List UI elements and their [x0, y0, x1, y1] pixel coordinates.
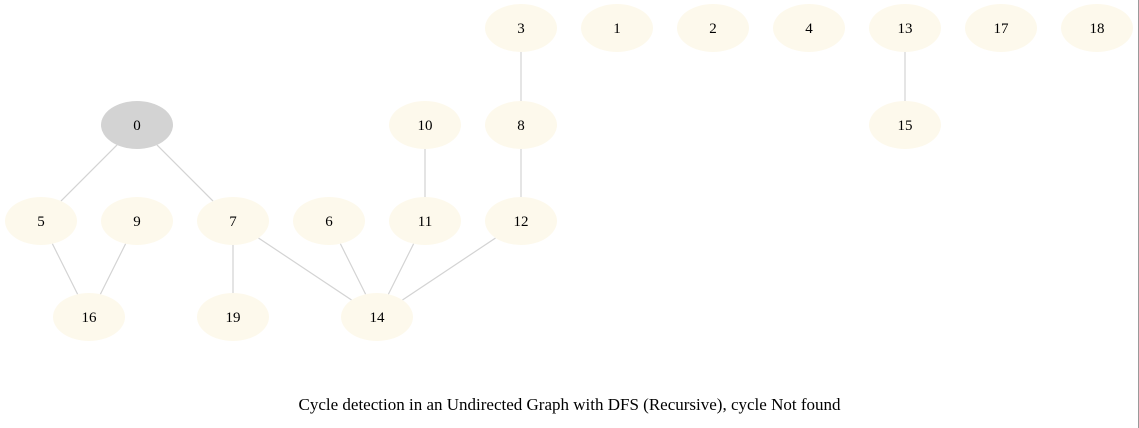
node-18: 18 [1061, 4, 1133, 52]
node-shape-5 [5, 197, 77, 245]
node-5: 5 [5, 197, 77, 245]
node-15: 15 [869, 101, 941, 149]
node-shape-17 [965, 4, 1037, 52]
edge-6-14 [339, 243, 367, 295]
node-label-0: 0 [133, 118, 141, 134]
node-8: 8 [485, 101, 557, 149]
node-shape-12 [485, 197, 557, 245]
node-16: 16 [53, 293, 125, 341]
node-label-12: 12 [514, 214, 529, 230]
node-shape-8 [485, 101, 557, 149]
edge-layer [51, 52, 906, 301]
node-label-1: 1 [613, 21, 621, 37]
node-label-8: 8 [517, 118, 525, 134]
node-shape-16 [53, 293, 125, 341]
node-label-18: 18 [1090, 21, 1105, 37]
node-shape-6 [293, 197, 365, 245]
node-label-17: 17 [994, 21, 1010, 37]
node-shape-3 [485, 4, 557, 52]
node-shape-10 [389, 101, 461, 149]
node-label-3: 3 [517, 21, 525, 37]
node-label-13: 13 [898, 21, 913, 37]
node-9: 9 [101, 197, 173, 245]
node-shape-7 [197, 197, 269, 245]
node-label-4: 4 [805, 21, 813, 37]
node-14: 14 [341, 293, 413, 341]
node-label-15: 15 [898, 118, 913, 134]
node-shape-2 [677, 4, 749, 52]
node-shape-9 [101, 197, 173, 245]
node-shape-15 [869, 101, 941, 149]
node-0: 0 [101, 101, 173, 149]
node-label-14: 14 [370, 310, 386, 326]
node-shape-4 [773, 4, 845, 52]
edge-0-5 [60, 144, 118, 202]
node-7: 7 [197, 197, 269, 245]
node-shape-1 [581, 4, 653, 52]
node-shape-0 [101, 101, 173, 149]
node-17: 17 [965, 4, 1037, 52]
node-3: 3 [485, 4, 557, 52]
node-label-7: 7 [229, 214, 237, 230]
edge-11-14 [387, 243, 415, 295]
node-19: 19 [197, 293, 269, 341]
node-shape-13 [869, 4, 941, 52]
graph-caption: Cycle detection in an Undirected Graph w… [298, 395, 841, 414]
node-11: 11 [389, 197, 461, 245]
edge-12-14 [402, 237, 496, 301]
node-label-2: 2 [709, 21, 717, 37]
edge-5-16 [51, 243, 79, 295]
edge-7-14 [258, 237, 352, 301]
node-label-5: 5 [37, 214, 45, 230]
node-6: 6 [293, 197, 365, 245]
node-shape-19 [197, 293, 269, 341]
node-2: 2 [677, 4, 749, 52]
node-label-11: 11 [418, 214, 432, 230]
node-shape-14 [341, 293, 413, 341]
node-label-9: 9 [133, 214, 141, 230]
node-label-16: 16 [82, 310, 98, 326]
node-1: 1 [581, 4, 653, 52]
edge-9-16 [99, 243, 127, 295]
node-label-10: 10 [418, 118, 433, 134]
edge-0-7 [156, 144, 214, 202]
node-4: 4 [773, 4, 845, 52]
node-shape-18 [1061, 4, 1133, 52]
node-label-6: 6 [325, 214, 333, 230]
node-13: 13 [869, 4, 941, 52]
node-12: 12 [485, 197, 557, 245]
node-shape-11 [389, 197, 461, 245]
node-10: 10 [389, 101, 461, 149]
node-label-19: 19 [226, 310, 241, 326]
